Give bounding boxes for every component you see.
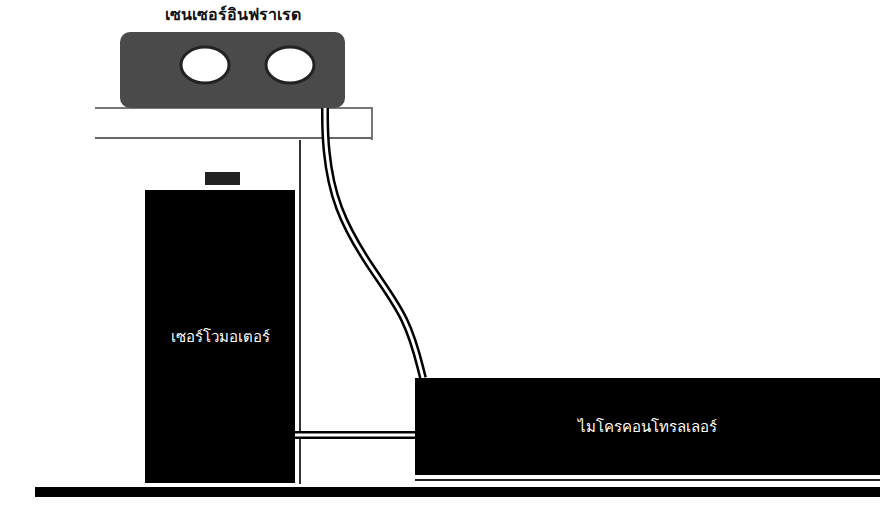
wire bbox=[325, 108, 423, 378]
plate-face bbox=[96, 109, 371, 137]
mount-plate bbox=[95, 108, 372, 140]
ground-bar bbox=[35, 487, 880, 497]
microcontroller-box: ไมโครคอนโทรลเลอร์ bbox=[415, 378, 880, 475]
sensor-eyes bbox=[120, 32, 345, 108]
wire bbox=[295, 435, 415, 436]
servo-box: เซอร์โวมอเตอร์ bbox=[145, 190, 295, 483]
servo-horn bbox=[205, 172, 240, 185]
box-label: เซอร์โวมอเตอร์ bbox=[171, 325, 270, 349]
sensor-box: เซนเซอร์อินฟราเรด bbox=[120, 32, 345, 108]
wire-inner bbox=[325, 108, 423, 378]
wire-inner bbox=[295, 434, 415, 437]
box-label: ไมโครคอนโทรลเลอร์ bbox=[578, 415, 717, 439]
plate-edge bbox=[95, 137, 372, 139]
sensor-label: เซนเซอร์อินฟราเรด bbox=[120, 2, 345, 27]
sensor-lens bbox=[266, 47, 314, 83]
wire-outer bbox=[295, 431, 415, 439]
sensor-lens bbox=[181, 47, 229, 83]
base-line bbox=[415, 479, 880, 481]
wire-outer bbox=[325, 108, 423, 378]
